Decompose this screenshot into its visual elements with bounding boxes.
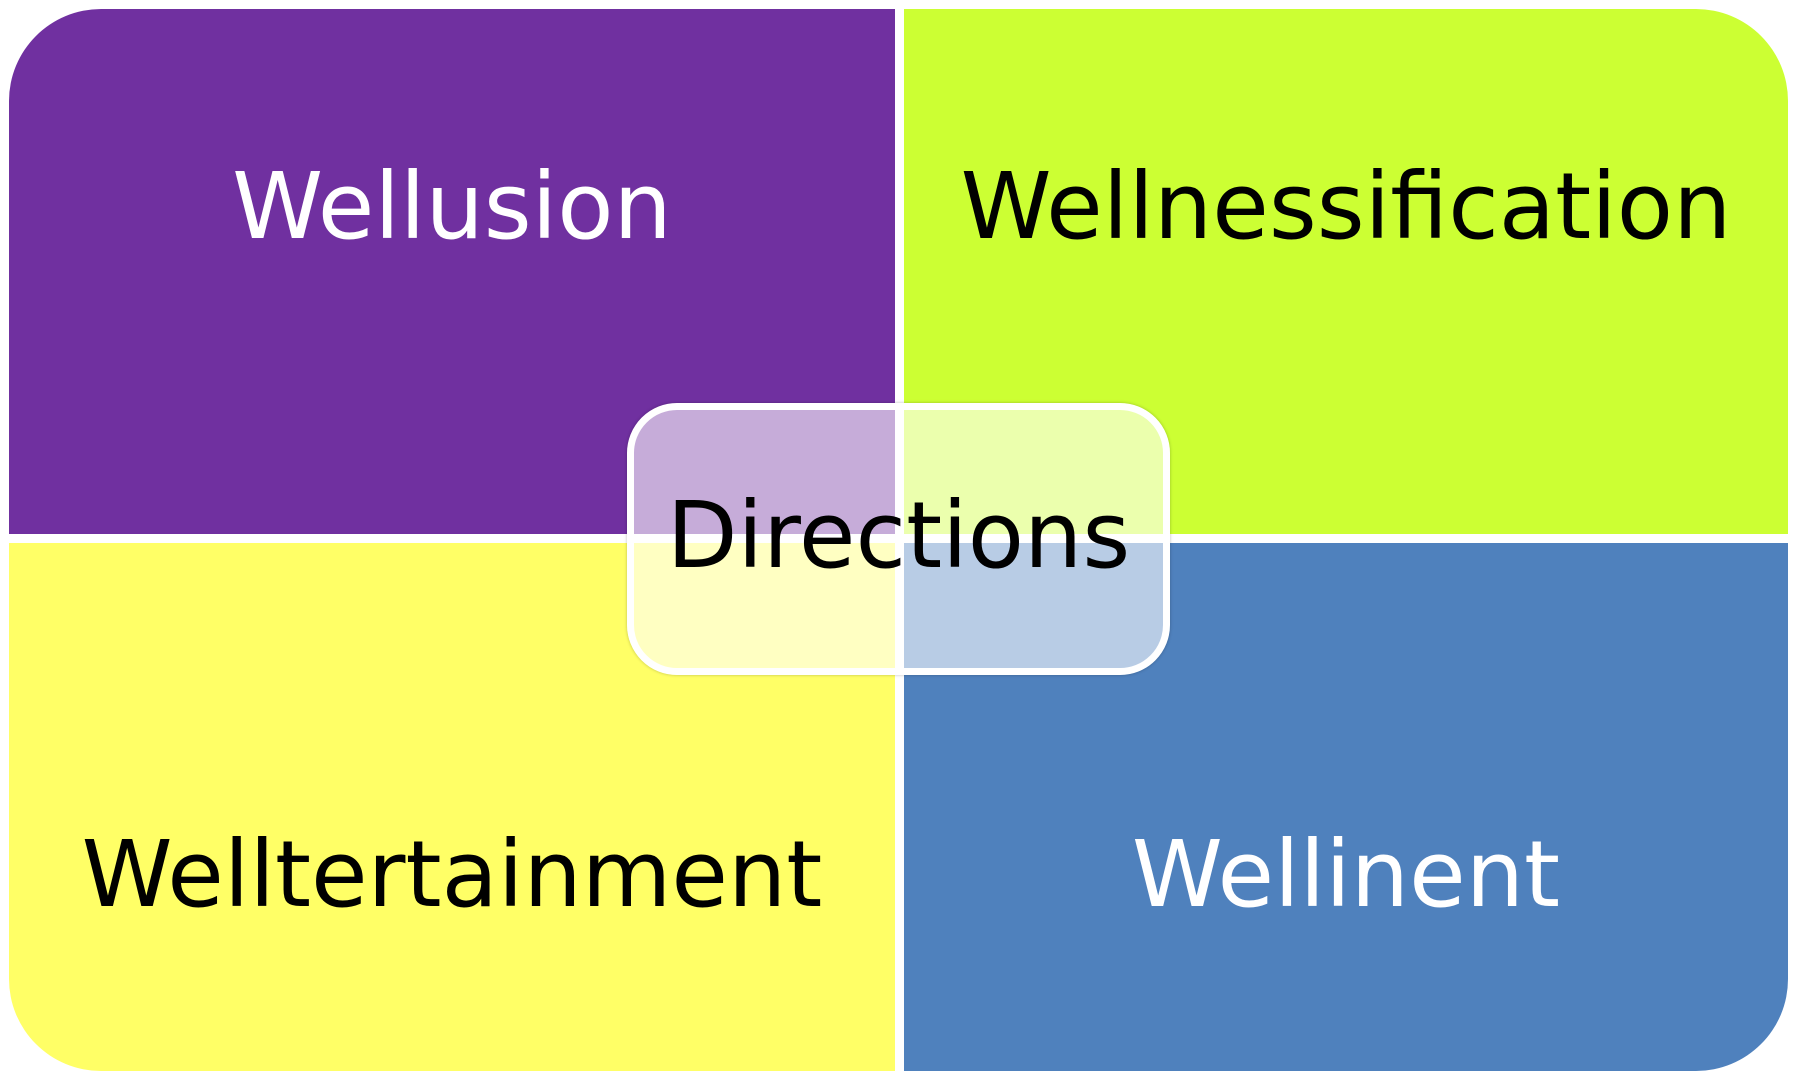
center-box: Directions [627, 403, 1170, 675]
center-label-directions: Directions [666, 482, 1131, 589]
quadrant-top-left: Wellusion [9, 9, 895, 534]
quadrant-label-wellnessification: Wellnessification [960, 153, 1732, 260]
quadrant-label-wellusion: Wellusion [232, 153, 672, 260]
quadrant-label-wellinent: Wellinent [1131, 821, 1561, 928]
quadrant-label-welltertainment: Welltertainment [81, 821, 823, 928]
quadrant-bottom-left: Welltertainment [9, 543, 895, 1071]
